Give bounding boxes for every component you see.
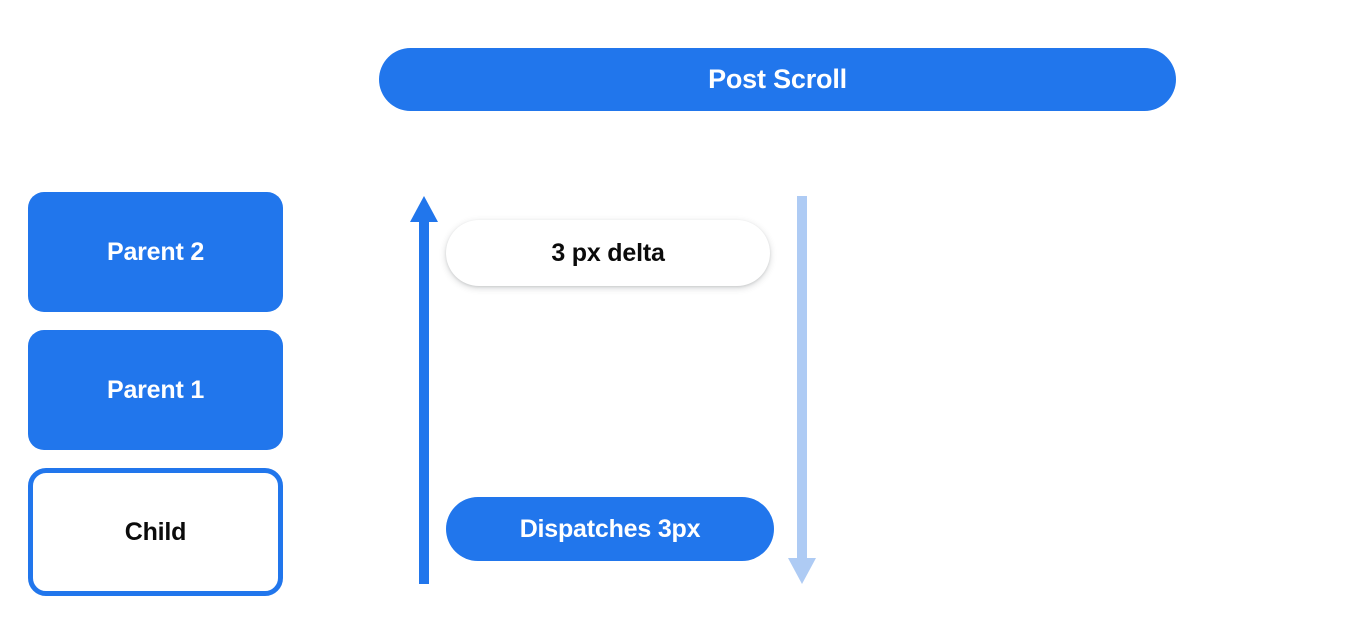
node-child: Child (28, 468, 283, 596)
delta-annotation-label: 3 px delta (551, 238, 665, 267)
node-parent-1-label: Parent 1 (106, 375, 205, 404)
node-parent-2: Parent 2 (28, 192, 283, 312)
node-child-label: Child (124, 517, 187, 546)
arrow-up-icon (410, 196, 438, 584)
dispatch-annotation-label: Dispatches 3px (519, 514, 701, 543)
node-parent-2-label: Parent 2 (106, 237, 205, 266)
node-stack: Parent 2 Parent 1 Child (28, 192, 283, 596)
delta-annotation-pill: 3 px delta (446, 220, 770, 286)
dispatch-annotation-pill: Dispatches 3px (446, 497, 774, 561)
post-scroll-header-pill: Post Scroll (379, 48, 1176, 111)
node-parent-1: Parent 1 (28, 330, 283, 450)
arrow-down-icon (788, 196, 816, 584)
page-title: Post Scroll (708, 64, 847, 94)
